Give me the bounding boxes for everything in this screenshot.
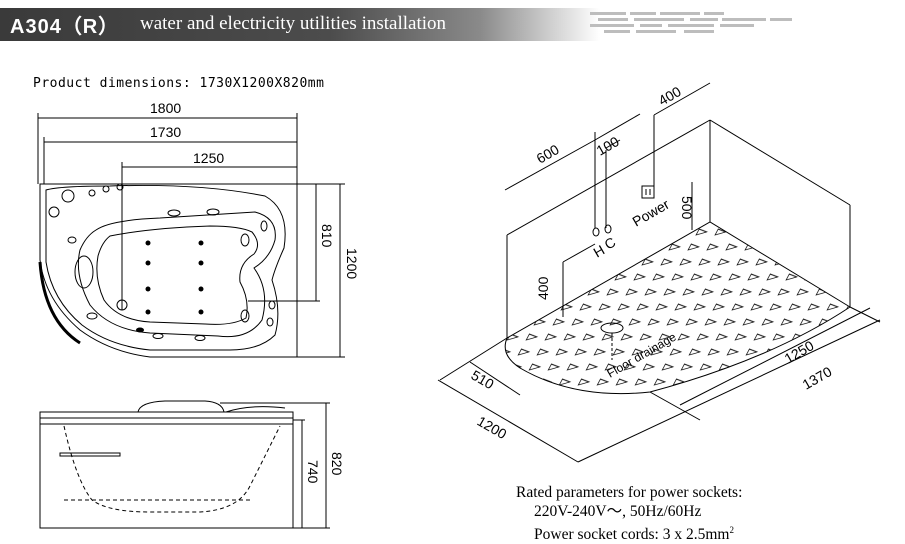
dim-inner-width: 1250 xyxy=(193,150,224,166)
specs-cords: Power socket cords: 3 x 2.5mm2 xyxy=(516,521,742,544)
dim-cold-offset: 100 xyxy=(594,133,622,159)
dim-hot-offset: 600 xyxy=(534,141,562,167)
product-dimensions: Product dimensions: 1730X1200X820mm xyxy=(33,76,325,91)
dim-tub-width: 1730 xyxy=(150,124,181,140)
power-socket-specs: Rated parameters for power sockets: 220V… xyxy=(516,483,742,544)
model-code: A304（R） xyxy=(10,16,120,38)
label-power: Power xyxy=(630,196,673,230)
dim-depth: 1200 xyxy=(475,413,510,443)
dim-drain-offset: 510 xyxy=(469,367,497,393)
header-decoration xyxy=(590,12,792,33)
dim-overall-depth: 1200 xyxy=(344,248,360,279)
dim-socket-height: 400 xyxy=(656,83,684,109)
dim-inner-depth: 810 xyxy=(319,224,335,248)
page-title: water and electricity utilities installa… xyxy=(140,13,447,34)
specs-voltage: 220V-240V～, 50Hz/60Hz xyxy=(534,503,702,520)
iso-view xyxy=(437,82,881,463)
side-view xyxy=(39,400,330,529)
side-view-dim-labels: 820 740 xyxy=(305,452,345,484)
dim-height-total: 820 xyxy=(329,452,345,476)
dim-power-height: 500 xyxy=(679,196,695,220)
dim-pipe-height: 400 xyxy=(535,276,551,300)
dim-height-body: 740 xyxy=(305,460,321,484)
header-bar xyxy=(0,8,600,41)
label-cold: C xyxy=(602,234,619,253)
dim-overall-width: 1800 xyxy=(150,100,181,116)
top-view xyxy=(37,113,345,358)
specs-heading: Rated parameters for power sockets: xyxy=(516,484,743,501)
top-view-dim-labels: 1800 1730 1250 810 1200 xyxy=(150,100,360,279)
specs-cords-text: Power socket cords: 3 x 2.5mm xyxy=(534,526,730,544)
dim-overall-length: 1370 xyxy=(800,363,835,393)
specs-cords-sup: 2 xyxy=(729,525,734,535)
